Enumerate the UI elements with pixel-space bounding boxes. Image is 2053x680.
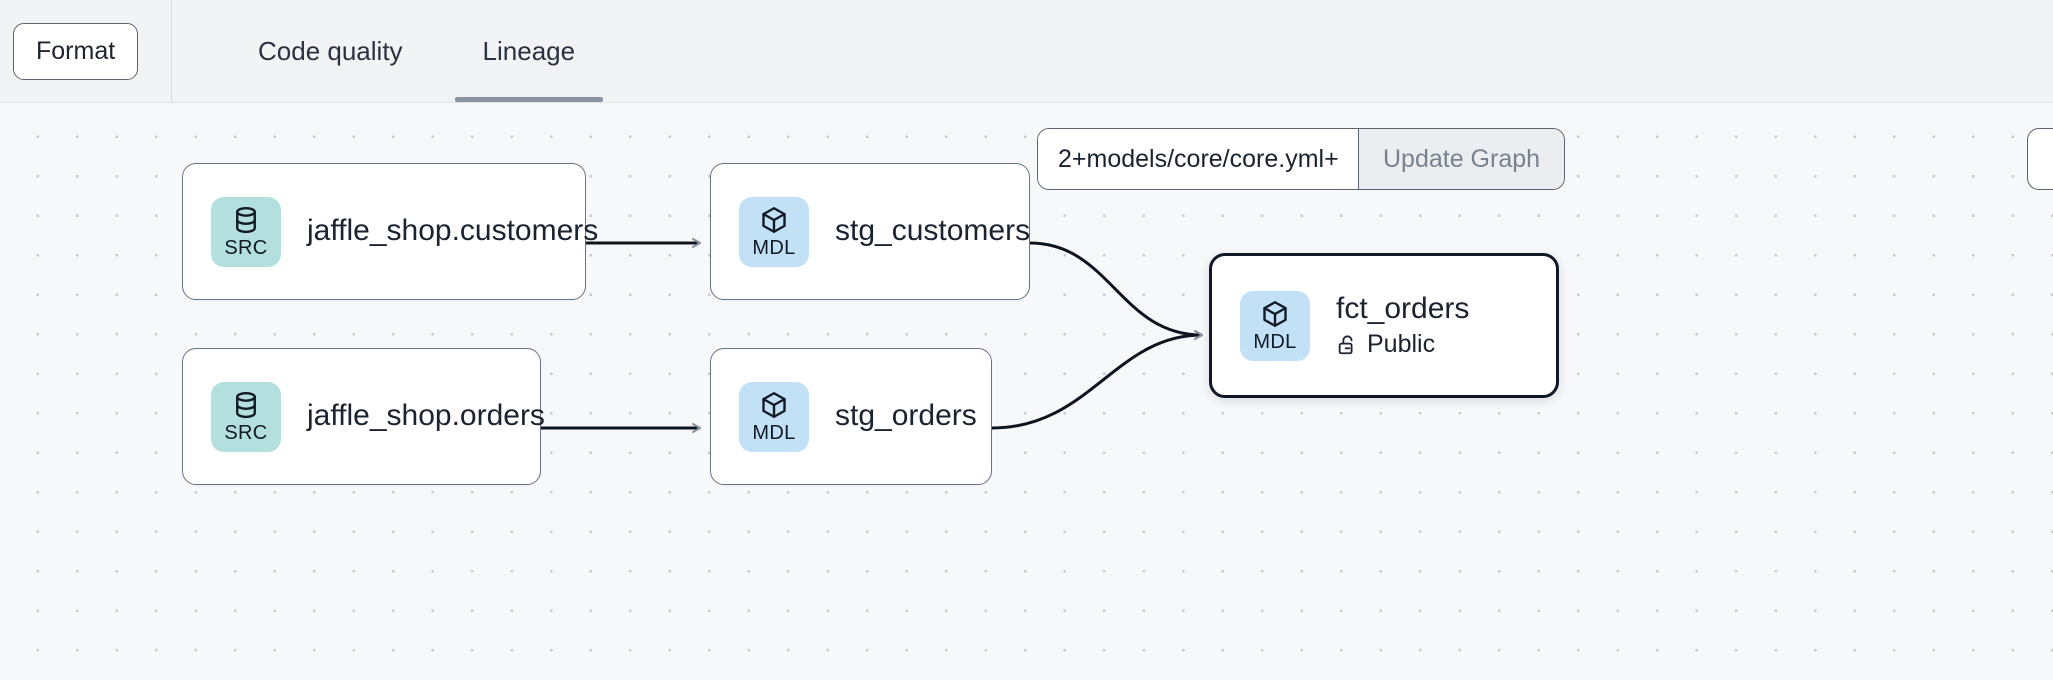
tab-lineage[interactable]: Lineage [454,0,604,102]
lineage-canvas[interactable]: SRC jaffle_shop.customers MDL stg_custom… [0,103,2053,680]
lineage-node-stg-orders[interactable]: MDL stg_orders [710,348,992,485]
node-title: jaffle_shop.customers [307,214,599,248]
edge-stg-customers-to-fct-orders [1029,241,1202,335]
node-body: stg_orders [835,399,977,434]
lineage-node-stg-customers[interactable]: MDL stg_customers [710,163,1030,300]
tab-code-quality-label: Code quality [258,35,403,66]
src-badge: SRC [211,196,281,267]
node-visibility-label: Public [1367,330,1436,359]
mdl-badge-label: MDL [752,237,796,259]
lineage-selector-input[interactable] [1038,129,1358,189]
mdl-badge: MDL [739,196,809,267]
node-body: jaffle_shop.customers [307,214,598,249]
tab-lineage-label: Lineage [482,35,576,66]
node-title: jaffle_shop.orders [307,399,545,433]
mdl-badge: MDL [1240,290,1310,361]
unlock-icon [1338,335,1353,354]
mdl-badge-label: MDL [1253,331,1297,353]
editor-toolbar: Format Code quality Lineage [0,0,2053,103]
node-body: jaffle_shop.orders [307,399,545,434]
cube-icon [762,392,786,418]
graph-control-overflow[interactable] [2027,128,2053,190]
node-body: fct_orders Public [1336,292,1469,359]
lineage-node-jaffle-shop-orders[interactable]: SRC jaffle_shop.orders [182,348,545,485]
edge-stg-orders-to-fct-orders [991,335,1202,430]
node-title: stg_orders [835,399,977,433]
cube-icon [762,207,786,233]
mdl-badge-label: MDL [752,422,796,444]
tab-code-quality[interactable]: Code quality [230,0,431,102]
src-badge-label: SRC [224,237,268,259]
node-visibility: Public [1336,330,1469,359]
update-graph-button[interactable]: Update Graph [1358,129,1565,189]
tab-bar: Code quality Lineage [172,0,603,102]
lineage-node-fct-orders[interactable]: MDL fct_orders Public [1209,253,1559,398]
toolbar-left-group: Format [0,0,172,102]
node-body: stg_customers [835,214,1030,249]
node-title: stg_customers [835,214,1031,248]
graph-controls: Update Graph [1037,128,1566,190]
node-title: fct_orders [1336,291,1470,325]
format-button[interactable]: Format [13,22,139,80]
cube-icon [1263,301,1287,327]
src-badge-label: SRC [224,422,268,444]
mdl-badge: MDL [739,381,809,452]
lineage-node-jaffle-shop-customers[interactable]: SRC jaffle_shop.customers [182,163,598,300]
database-icon [236,391,256,419]
database-icon [236,206,256,234]
src-badge: SRC [211,381,281,452]
